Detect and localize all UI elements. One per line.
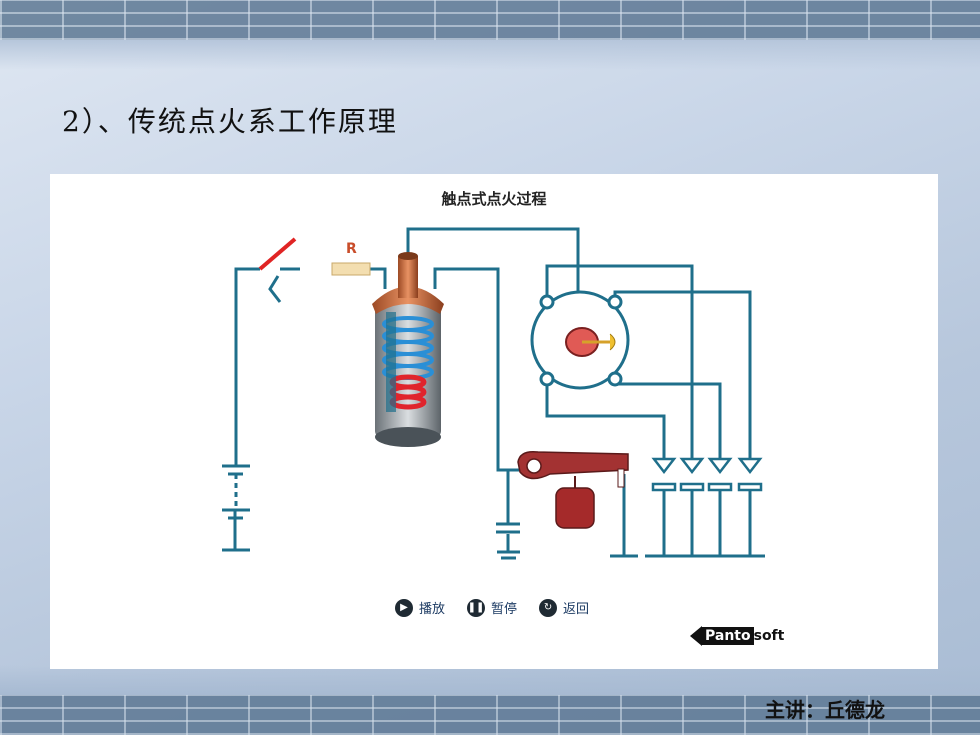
brand-box-text: Panto <box>702 627 754 645</box>
distributor <box>530 290 630 390</box>
back-arrow-icon <box>690 626 702 646</box>
bottom-wall-border <box>0 695 980 735</box>
hv-lead-wire <box>406 227 580 342</box>
play-icon: ▶ <box>395 598 413 617</box>
back-label: 返回 <box>563 602 590 617</box>
resistor-to-coil-wire <box>370 267 387 289</box>
top-wall-border <box>0 0 980 40</box>
playback-controls: ▶ 播放 ❚❚ 暂停 ↻ 返回 <box>395 598 589 617</box>
pause-icon: ❚❚ <box>467 598 486 617</box>
back-icon: ↻ <box>539 598 558 617</box>
brand-rest-text: soft <box>753 628 785 644</box>
pause-button[interactable]: ❚❚ 暂停 <box>467 598 517 617</box>
spark-plugs <box>651 457 763 492</box>
plug-wire-2 <box>613 290 752 459</box>
bottom-border-fade <box>0 665 980 695</box>
pantosoft-logo[interactable]: Panto soft <box>690 626 784 646</box>
resistor-label: R <box>346 241 357 257</box>
panel-title: 触点式点火过程 <box>441 190 547 208</box>
breaker-points <box>517 450 629 529</box>
battery-positive-wire <box>234 267 260 466</box>
top-border-fade <box>0 40 980 70</box>
condenser <box>496 522 520 534</box>
ignition-switch <box>258 237 297 303</box>
play-button[interactable]: ▶ 播放 <box>395 598 445 617</box>
battery <box>222 464 250 552</box>
play-label: 播放 <box>419 602 446 617</box>
animation-panel: 触点式点火过程 <box>50 174 938 669</box>
primary-to-breaker-wire <box>433 267 520 472</box>
ignition-coil <box>372 252 444 447</box>
presenter-label: 主讲：丘德龙 <box>765 698 885 722</box>
ignition-circuit-diagram: R <box>222 227 765 560</box>
plug-wire-3 <box>545 379 666 459</box>
pause-label: 暂停 <box>491 602 518 617</box>
circuit-wires <box>233 227 765 560</box>
plug-wire-4 <box>613 379 722 459</box>
ballast-resistor: R <box>331 241 371 276</box>
plug-wire-1 <box>545 264 694 459</box>
slide-title: 2）、传统点火系工作原理 <box>62 105 398 138</box>
back-button[interactable]: ↻ 返回 <box>539 598 589 617</box>
